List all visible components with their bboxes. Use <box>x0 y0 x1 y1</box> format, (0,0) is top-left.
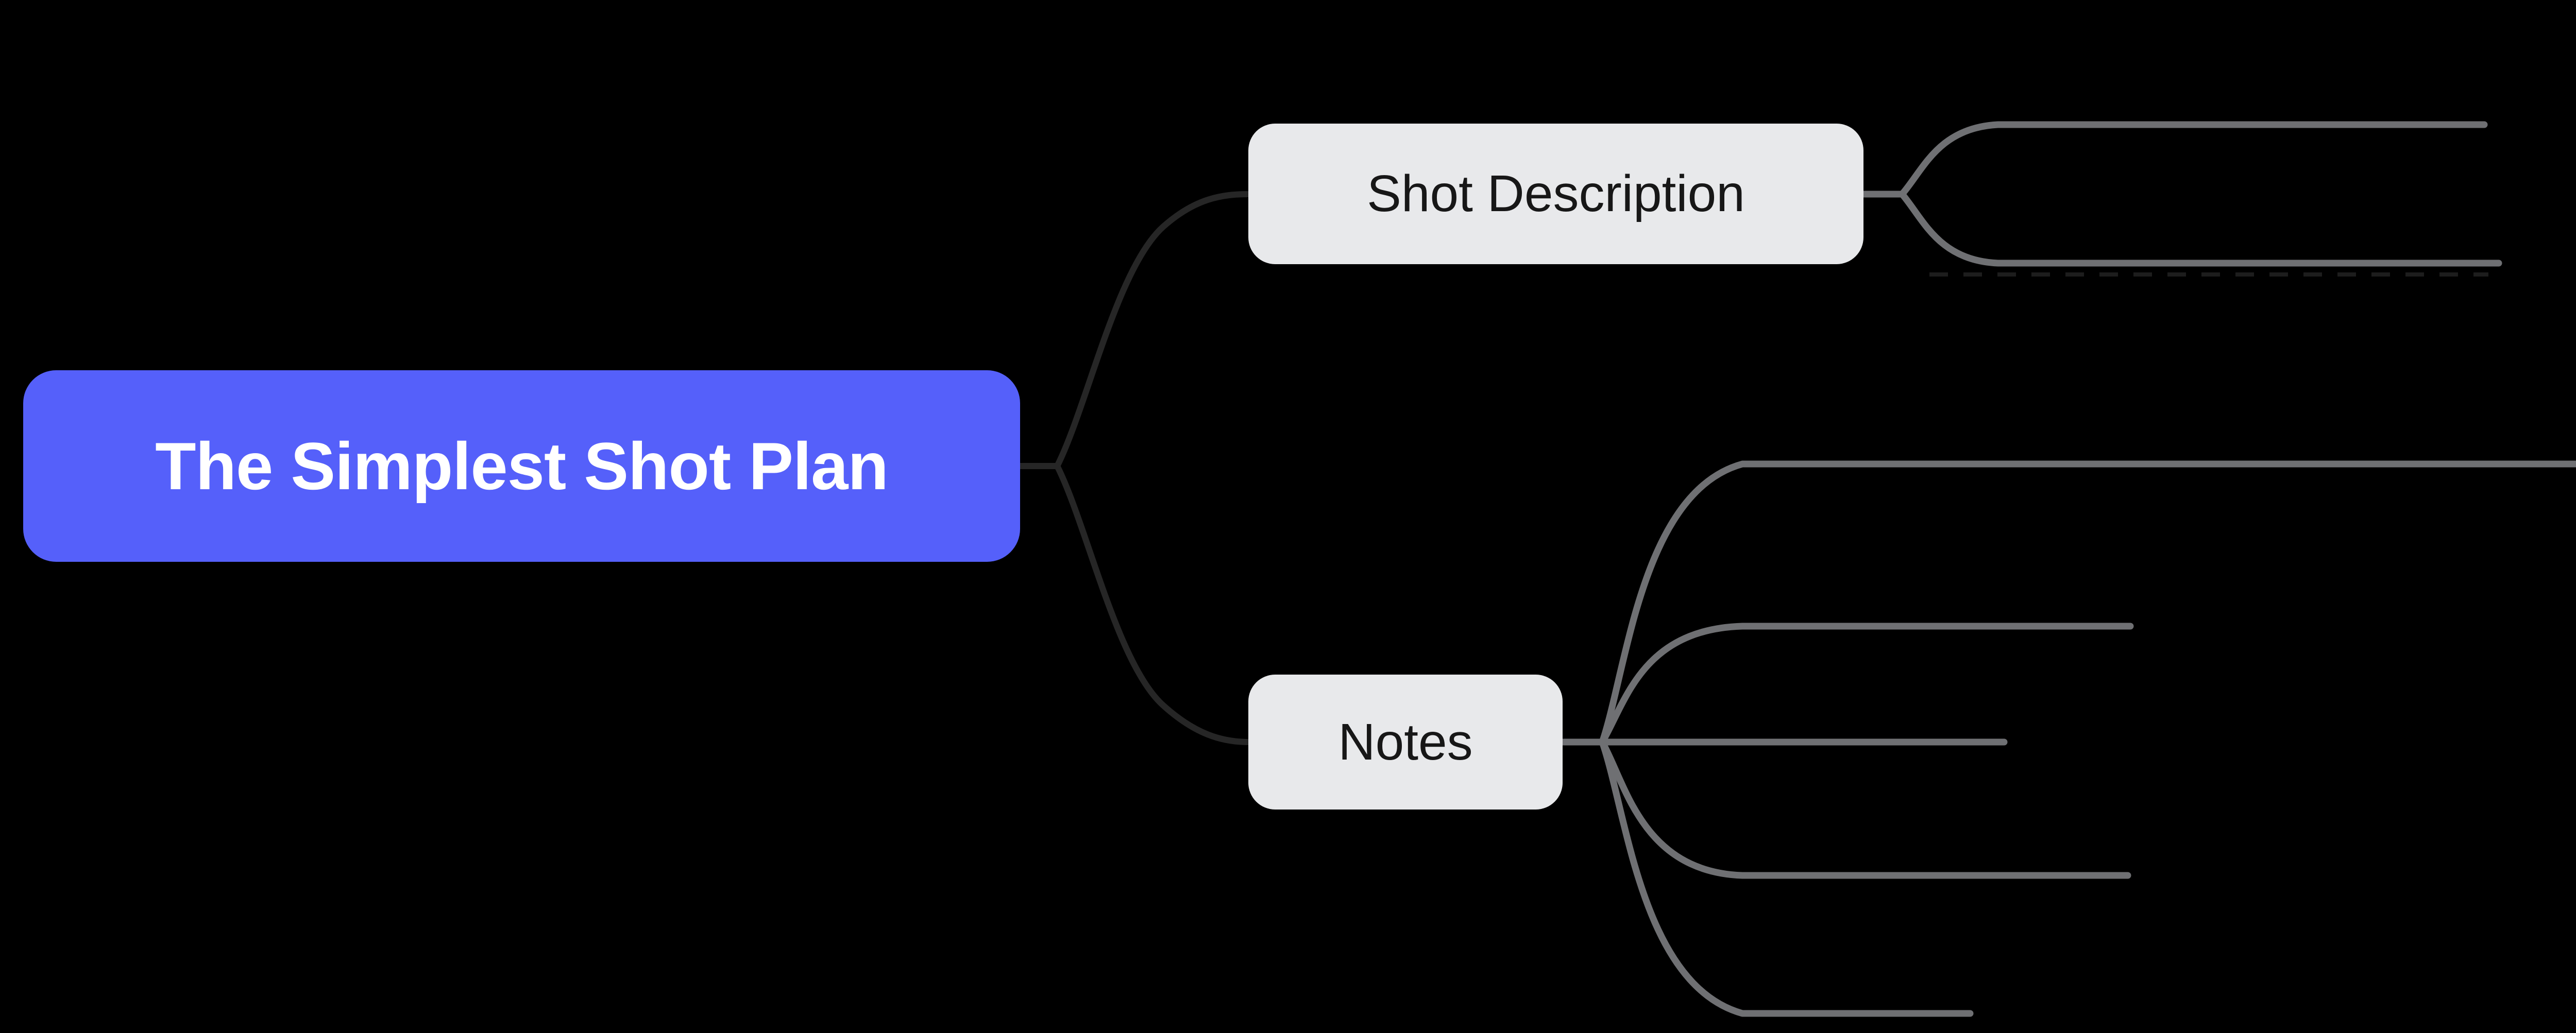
child-node-shot-description[interactable]: Shot Description <box>1248 124 1863 264</box>
connector-root-to-shot-description <box>1054 191 1252 469</box>
branch-shot-description-1 <box>1899 121 2488 198</box>
branch-notes-5 <box>1599 738 1974 1017</box>
branch-shot-description-2 <box>1899 191 2502 267</box>
child-node-label: Notes <box>1338 713 1473 771</box>
child-node-notes[interactable]: Notes <box>1248 675 1563 810</box>
branch-notes-4 <box>1599 738 2131 879</box>
child-node-label: Shot Description <box>1367 165 1745 222</box>
branch-notes-2 <box>1599 623 2134 746</box>
root-node-the-simplest-shot-plan[interactable]: The Simplest Shot Plan <box>23 370 1020 562</box>
branch-notes-1 <box>1599 460 2576 746</box>
root-node-label: The Simplest Shot Plan <box>155 428 889 504</box>
connector-root-to-notes <box>1054 463 1252 745</box>
